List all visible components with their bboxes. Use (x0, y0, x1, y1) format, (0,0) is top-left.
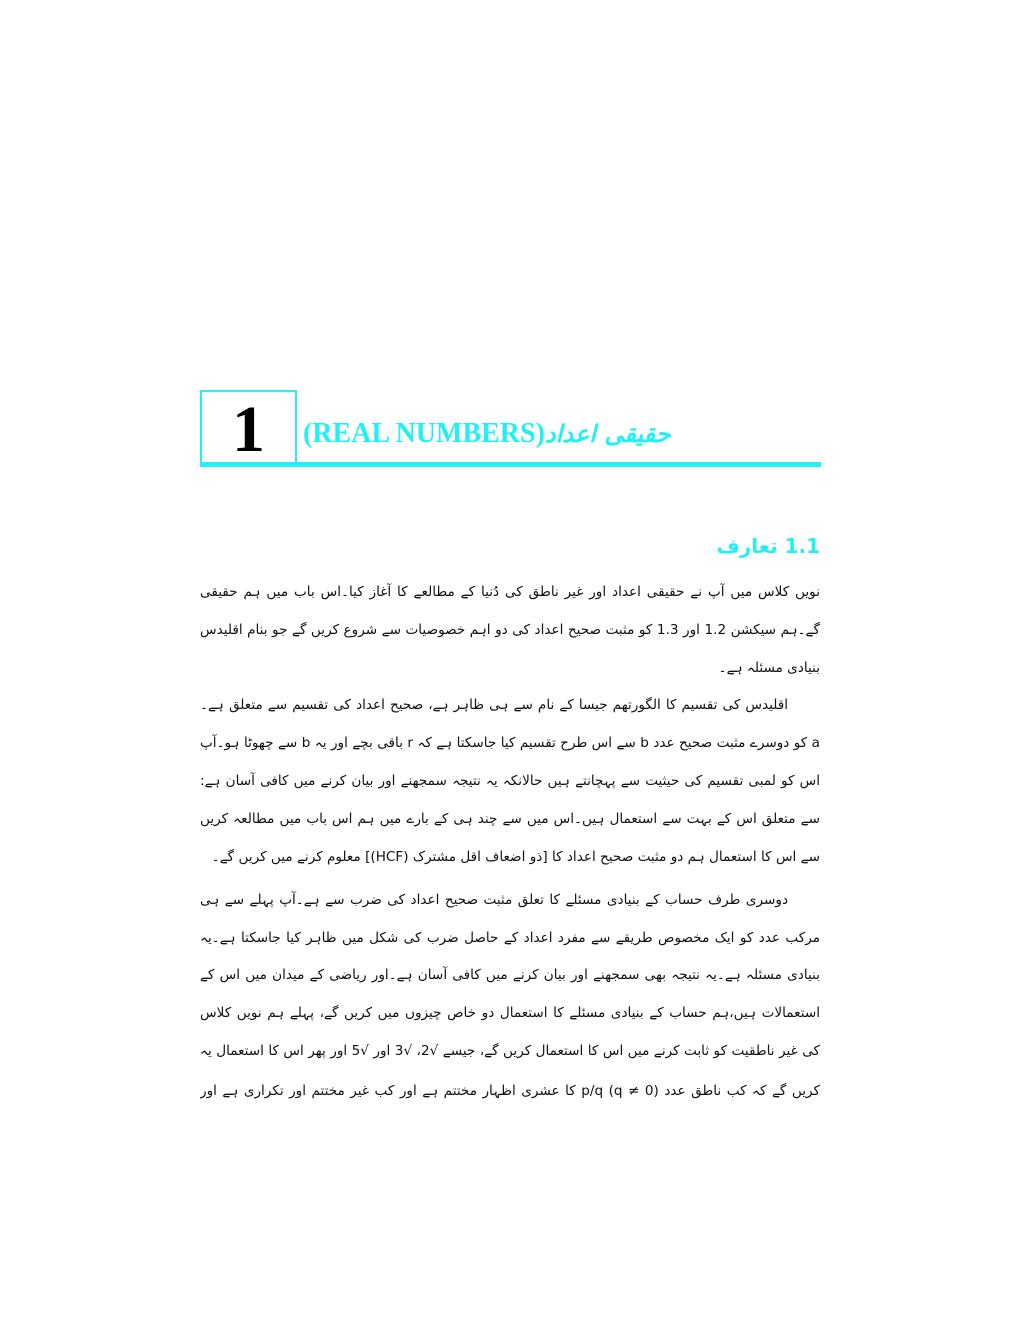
paragraph-line: سے متعلق اس کے بہت سے استعمال ہیں۔اس میں… (200, 811, 820, 827)
paragraph-line: نویں کلاس میں آپ نے حقیقی اعداد اور غیر … (200, 584, 820, 600)
chapter-number-box: 1 (200, 390, 297, 466)
paragraph-line: اقلیدس کی تقسیم کا الگورتھم جیسا کے نام … (200, 697, 788, 713)
chapter-title-urdu: حقیقی اعداد (544, 420, 671, 448)
chapter-underline-bar (200, 462, 821, 467)
paragraph-line: اس کو لمبی تقسیم کی حیثیت سے پہچانتے ہیں… (200, 773, 820, 789)
chapter-number: 1 (232, 393, 265, 466)
paragraph-line: بنیادی مسئلہ ہے۔یہ نتیجہ بھی سمجھنے اور … (200, 967, 820, 983)
paragraph-line: مرکب عدد کو ایک مخصوص طریقے سے مفرد اعدا… (200, 930, 820, 946)
paragraph-line: کریں گے کہ کب ناطق عدد p/q (q ≠ 0) کا عش… (200, 1083, 820, 1099)
paragraph-line: استعمالات ہیں،ہم حساب کے بنیادی مسئلے کا… (200, 1005, 820, 1021)
paragraph-line: گے۔ہم سیکشن 1.2 اور 1.3 کو مثبت صحیح اعد… (200, 622, 820, 638)
section-heading: 1.1 تعارف (716, 534, 820, 558)
paragraph-line: بنیادی مسئلہ ہے۔ (718, 660, 820, 676)
paragraph-line: کی غیر ناطقیت کو ثابت کرنے میں اس کا است… (200, 1043, 820, 1059)
paragraph-line: a کو دوسرے مثبت صحیح عدد b سے اس طرح تقس… (200, 735, 820, 751)
chapter-title-english: (REAL NUMBERS) (303, 418, 545, 449)
chapter-title: (REAL NUMBERS)حقیقی اعداد (303, 418, 671, 450)
paragraph-line: سے اس کا استعمال ہم دو مثبت صحیح اعداد ک… (211, 849, 820, 865)
paragraph-line: دوسری طرف حساب کے بنیادی مسئلے کا تعلق م… (200, 892, 788, 908)
